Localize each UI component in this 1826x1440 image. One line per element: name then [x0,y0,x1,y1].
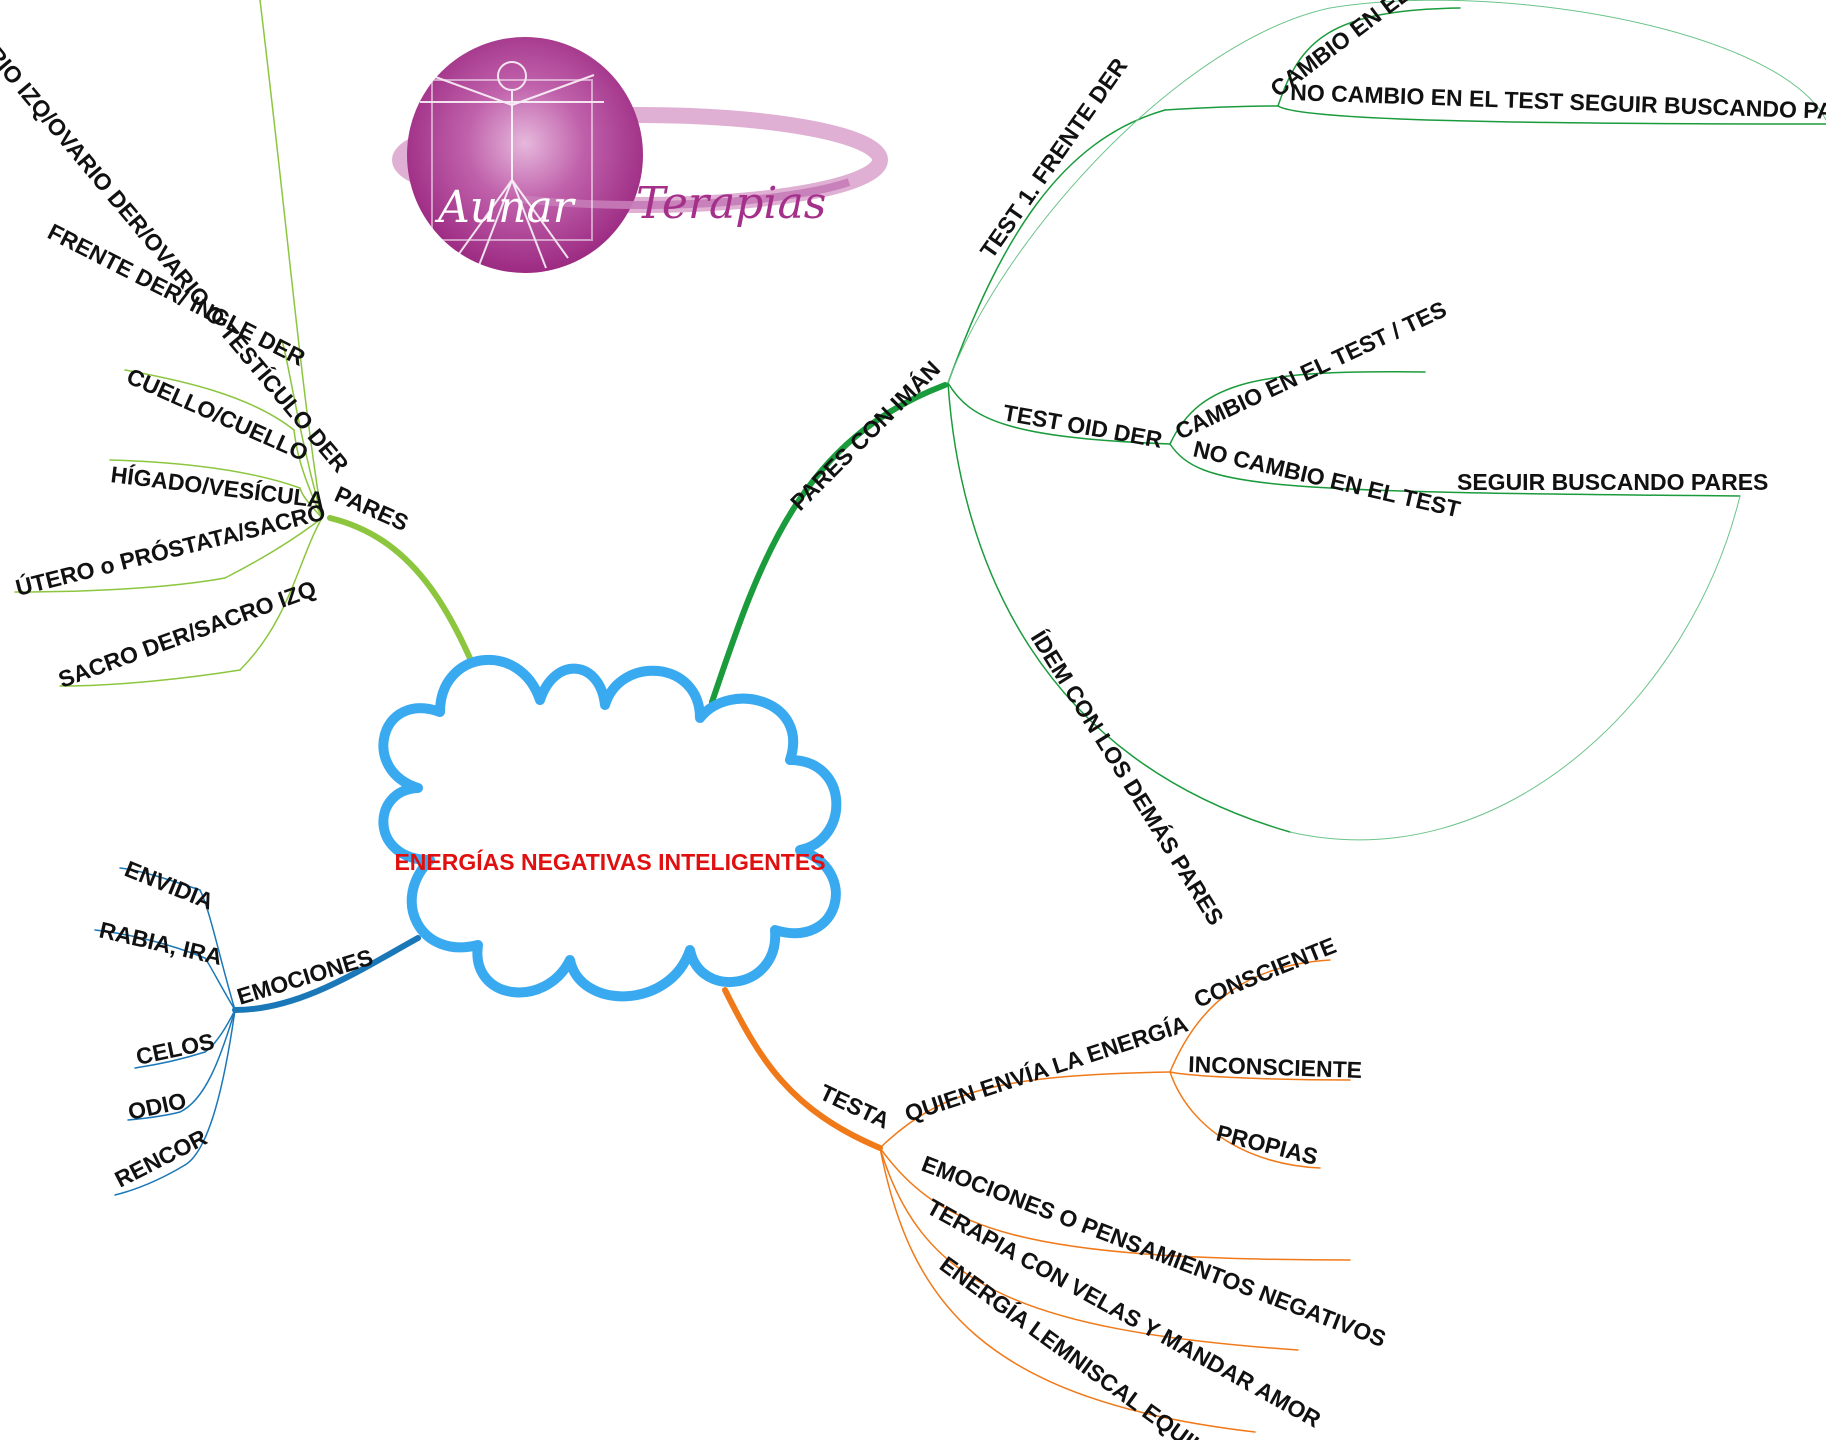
vitruvian-figure-icon [420,61,604,269]
branch-label-pares-con-iman[interactable]: PARES CON IMÁN [784,355,945,516]
quien-item-propias: PROPIAS [1214,1120,1321,1170]
branch-testa: TESTA QUIEN ENVÍA LA ENERGÍA CONSCIENTE … [816,932,1390,1440]
emociones-item-rabia: RABIA, IRA [97,917,225,971]
central-topic[interactable]: ENERGÍAS NEGATIVAS INTELIGENTES [378,654,842,1002]
pares-item-frente: FRENTE DER/ INGLE DER [44,218,310,371]
test-oid-label: TEST OID DER [1001,399,1164,453]
test-oid-no-cambio: NO CAMBIO EN EL TEST [1191,436,1463,523]
central-topic-title: ENERGÍAS NEGATIVAS INTELIGENTES [394,848,825,875]
branch-pares: PARES OVARIO IZQ/OVARIO DER/OVARIO O TES… [0,4,412,693]
quien-item-inconsciente: INCONSCIENTE [1188,1051,1363,1083]
test1-no-cambio: NO CAMBIO EN EL TEST SEGUIR BUSCANDO PAR… [1290,79,1826,126]
test-oid-cambio: CAMBIO EN EL TEST / TES [1171,296,1450,445]
cloud-shape [378,654,842,1002]
logo-word-aunar: Aunar [434,182,577,233]
branch-label-testa[interactable]: TESTA [816,1079,894,1134]
test-oid-seguir: SEGUIR BUSCANDO PARES [1457,469,1768,495]
branch-label-pares[interactable]: PARES [331,481,412,536]
logo: Aunar Terapias [392,37,888,273]
emociones-item-envidia: ENVIDIA [121,856,217,915]
emociones-item-odio: ODIO [126,1087,189,1125]
emociones-item-celos: CELOS [134,1028,217,1070]
pares-item-sacro: SACRO DER/SACRO IZQ [55,575,320,693]
emociones-item-rencor: RENCOR [110,1124,211,1193]
idem-label: ÍDEM CON LOS DEMÁS PARES [1026,625,1230,929]
quien-item-consciente: CONSCIENTE [1190,932,1340,1013]
quien-envia-label: QUIEN ENVÍA LA ENERGÍA [901,1010,1191,1127]
branch-label-emociones[interactable]: EMOCIONES [234,944,376,1010]
test1-label: TEST 1. FRENTE DER [975,53,1133,263]
branch-emociones: EMOCIONES ENVIDIA RABIA, IRA CELOS ODIO … [97,856,376,1193]
branch-pares-con-iman: PARES CON IMÁN TEST 1. FRENTE DER CAMBIO… [784,0,1826,930]
logo-word-terapias: Terapias [636,178,826,229]
connectors [14,0,1826,1433]
